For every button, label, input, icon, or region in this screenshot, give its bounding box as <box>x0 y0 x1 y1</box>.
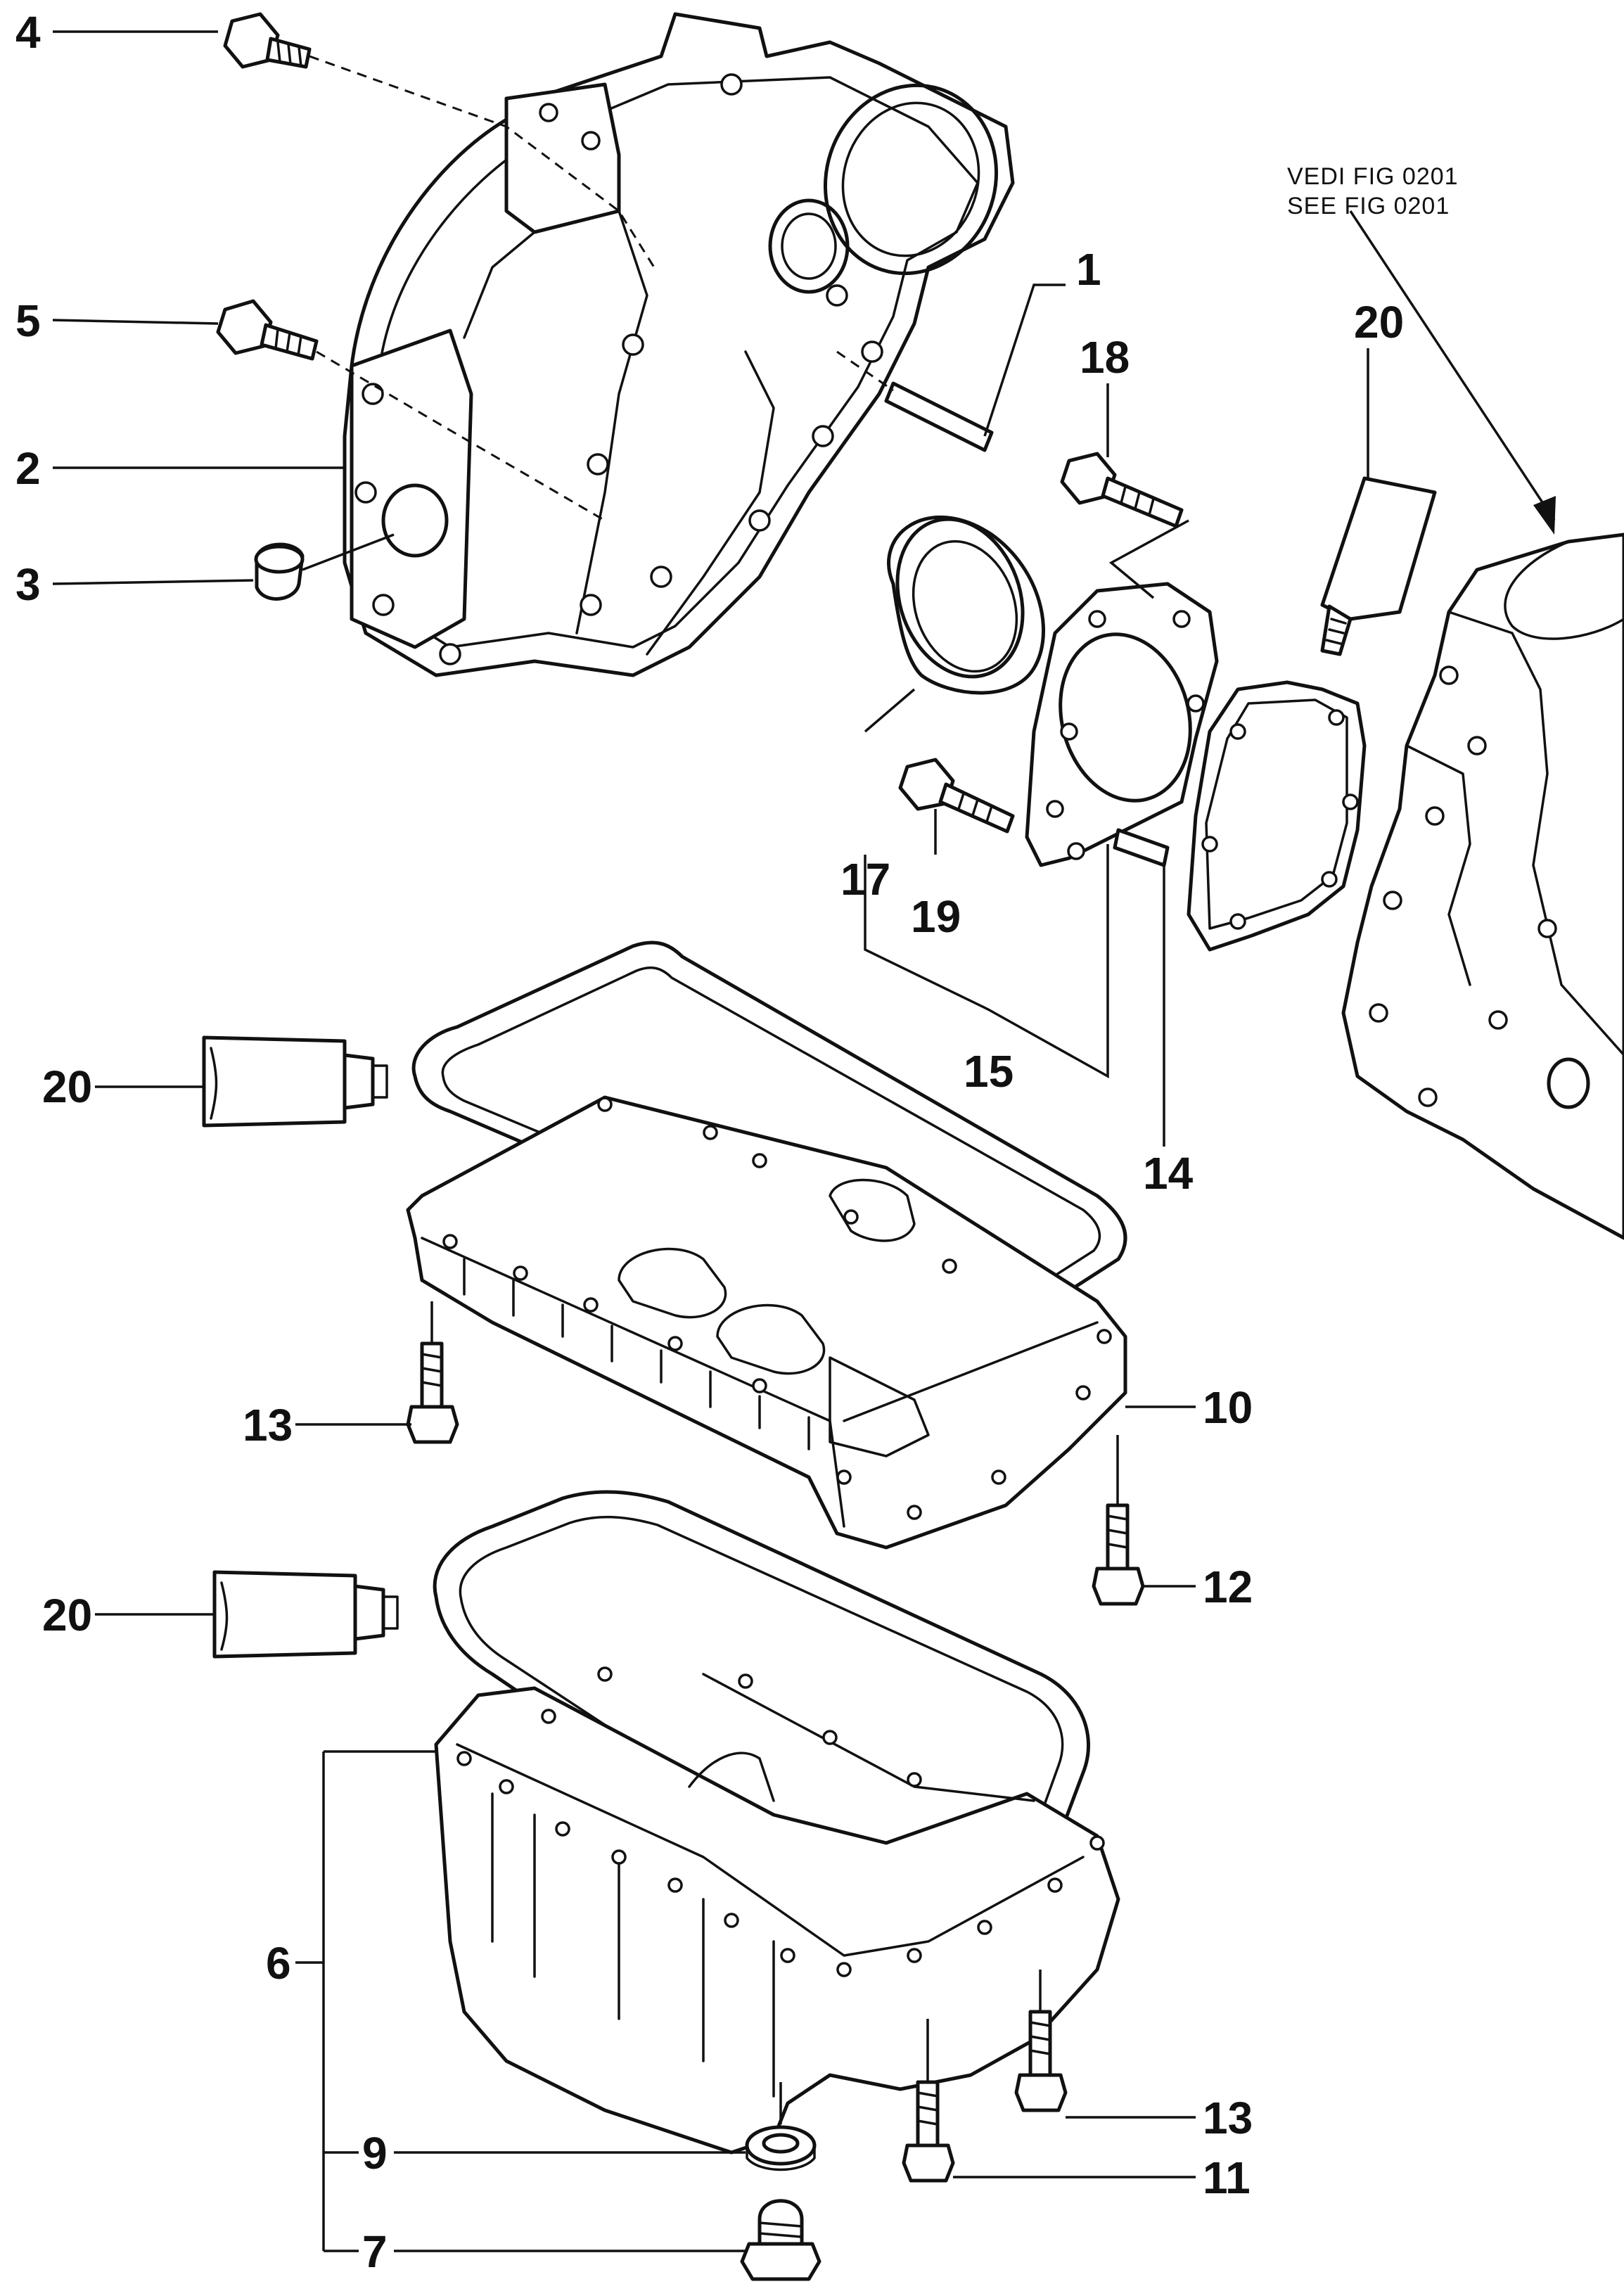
plug-3-leader <box>302 533 395 571</box>
callout-3: 3 <box>15 559 41 610</box>
flywheel-housing <box>343 12 1015 677</box>
callout-9: 9 <box>362 2128 388 2178</box>
callout-20-top: 20 <box>1354 297 1404 347</box>
reference-note-line1: VEDI FIG 0201 <box>1287 163 1459 190</box>
callout-20-mid: 20 <box>42 1061 92 1112</box>
reference-arrowhead-icon <box>1533 496 1556 535</box>
bolt-13-lower <box>1014 2010 1068 2112</box>
callout-2: 2 <box>15 443 41 494</box>
seal-retainer-plate <box>1025 582 1219 867</box>
reference-note-line2: SEE FIG 0201 <box>1287 193 1450 219</box>
bolt-18-path <box>1108 519 1189 599</box>
callout-11: 11 <box>1203 2152 1251 2203</box>
callout-20-low: 20 <box>42 1590 92 1640</box>
drain-plug-7 <box>740 2199 821 2281</box>
bolt-12 <box>1092 1503 1145 1606</box>
leader-3 <box>52 579 254 585</box>
leader-15-17 <box>864 844 1109 1078</box>
bolt-4-dash-line <box>309 55 656 268</box>
bolt-5 <box>216 299 319 361</box>
callout-7: 7 <box>362 2226 388 2277</box>
dowel-pin-dash-line <box>836 350 894 392</box>
washer-9 <box>745 2125 817 2171</box>
callout-12: 12 <box>1203 1562 1253 1612</box>
callout-5: 5 <box>15 295 41 346</box>
oil-seal-17 <box>887 515 1045 695</box>
callout-17: 17 <box>840 854 890 905</box>
sealant-tube-low <box>212 1570 399 1659</box>
oil-pan <box>434 1666 1120 2155</box>
bolt-13-upper <box>406 1341 459 1444</box>
bolt-5-dash-line <box>316 350 606 522</box>
callout-6: 6 <box>266 1938 291 1989</box>
callout-15: 15 <box>964 1046 1014 1097</box>
callout-1: 1 <box>1076 244 1101 295</box>
rear-gasket <box>1187 680 1367 952</box>
leader-6-bracket <box>295 1750 436 2251</box>
bolt-19 <box>898 758 1015 834</box>
bolt-11 <box>902 2080 955 2183</box>
pin-14 <box>1113 828 1170 867</box>
callout-14: 14 <box>1143 1148 1194 1199</box>
plug-3 <box>254 542 305 601</box>
dowel-pin <box>884 381 994 452</box>
ladder-frame <box>406 1095 1127 1550</box>
sealant-tube-mid <box>202 1035 388 1128</box>
sealant-tube-top <box>1320 476 1437 656</box>
callout-10: 10 <box>1203 1382 1253 1433</box>
callout-13-lower: 13 <box>1203 2093 1253 2143</box>
callout-18: 18 <box>1080 332 1130 383</box>
leader-17-seal <box>864 688 916 733</box>
callout-19: 19 <box>911 891 961 942</box>
callout-4: 4 <box>15 7 41 58</box>
bolt-18 <box>1060 452 1184 528</box>
reference-arrow-line <box>1349 210 1556 521</box>
bolt-4 <box>223 12 312 69</box>
callout-13-upper: 13 <box>243 1400 293 1450</box>
leader-1 <box>983 283 1066 437</box>
leader-5 <box>52 319 219 325</box>
engine-block <box>1341 532 1624 1240</box>
